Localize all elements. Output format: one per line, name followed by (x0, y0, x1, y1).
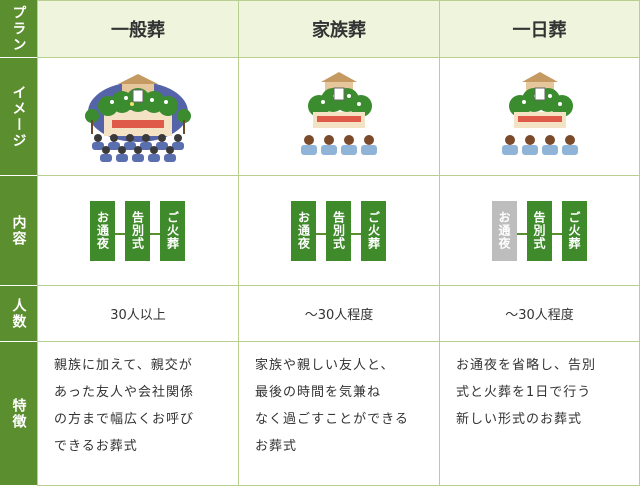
image-cell-oneday (439, 58, 640, 176)
step-farewell-label: 告別式 (532, 211, 546, 250)
row-label-people-text: 人数 (10, 297, 27, 330)
ceremony-flow-oneday: お通夜 告別式 ご火葬 (491, 200, 588, 261)
content-cell-general: お通夜 告別式 ご火葬 (37, 176, 238, 286)
plan-header-general: 一般葬 (37, 0, 238, 58)
step-cremation-label: ご火葬 (165, 211, 180, 250)
one-day-funeral-altar-icon (501, 71, 578, 155)
step-wake-label: お通夜 (497, 211, 511, 250)
row-label-image-text: イメージ (10, 84, 27, 149)
content-cell-family: お通夜 告別式 ご火葬 (238, 176, 439, 286)
step-cremation: ご火葬 (160, 200, 185, 261)
step-cremation: ご火葬 (361, 200, 386, 261)
feature-line: 家族や親しい友人と、 (255, 358, 395, 373)
row-label-people: 人数 (0, 286, 37, 342)
ceremony-flow-family: お通夜 告別式 ご火葬 (291, 200, 387, 261)
row-label-feature-text: 特徴 (10, 397, 27, 430)
row-label-plan: プラン (0, 0, 37, 58)
feature-line: 新しい形式のお葬式 (456, 412, 583, 427)
feature-text: 親族に加えて、親交が あった友人や会社関係 の方まで幅広くお呼び できるお葬式 (54, 352, 194, 460)
feature-general: 親族に加えて、親交が あった友人や会社関係 の方まで幅広くお呼び できるお葬式 (37, 342, 238, 486)
step-cremation: ご火葬 (561, 200, 587, 261)
step-farewell-label: 告別式 (130, 211, 145, 250)
content-cell-oneday: お通夜 告別式 ご火葬 (439, 176, 640, 286)
feature-text: お通夜を省略し、告別 式と火葬を1日で行う 新しい形式のお葬式 (456, 352, 596, 433)
image-cell-family (238, 58, 439, 176)
people-oneday: ～30人程度 (439, 286, 640, 342)
row-label-plan-text: プラン (10, 4, 27, 53)
feature-line: お通夜を省略し、告別 (456, 358, 597, 373)
family-funeral-altar-icon (301, 71, 377, 155)
step-farewell: 告別式 (125, 200, 150, 261)
feature-oneday: お通夜を省略し、告別 式と火葬を1日で行う 新しい形式のお葬式 (439, 342, 640, 486)
people-general: 30人以上 (37, 286, 238, 342)
step-cremation-label: ご火葬 (366, 211, 381, 250)
people-family: ～30人程度 (238, 286, 439, 342)
feature-line: 最後の時間を気兼ね (255, 385, 382, 400)
feature-line: お葬式 (255, 439, 298, 454)
feature-text: 家族や親しい友人と、 最後の時間を気兼ね なく過ごすことができる お葬式 (255, 352, 409, 460)
feature-line: あった友人や会社関係 (54, 385, 195, 400)
ceremony-flow-general: お通夜 告別式 ご火葬 (90, 200, 186, 261)
step-farewell: 告別式 (326, 200, 351, 261)
feature-line: なく過ごすことができる (255, 412, 409, 427)
large-funeral-altar-icon (85, 73, 191, 162)
row-label-content-text: 内容 (10, 214, 27, 247)
step-wake: お通夜 (90, 200, 115, 261)
feature-line: の方まで幅広くお呼び (54, 412, 195, 427)
step-wake: お通夜 (291, 200, 316, 261)
plan-header-oneday: 一日葬 (439, 0, 640, 58)
feature-line: 式と火葬を1日で行う (456, 385, 592, 400)
step-cremation-label: ご火葬 (567, 211, 581, 250)
row-label-feature: 特徴 (0, 342, 37, 486)
feature-line: 親族に加えて、親交が (54, 358, 193, 373)
step-wake-label: お通夜 (95, 211, 110, 250)
step-wake-label: お通夜 (296, 211, 311, 250)
feature-line: できるお葬式 (54, 439, 138, 454)
image-cell-general (37, 58, 238, 176)
row-label-image: イメージ (0, 58, 37, 176)
row-label-content: 内容 (0, 176, 37, 286)
step-farewell: 告別式 (526, 200, 552, 261)
plan-header-family: 家族葬 (238, 0, 439, 58)
step-farewell-label: 告別式 (331, 211, 346, 250)
feature-family: 家族や親しい友人と、 最後の時間を気兼ね なく過ごすことができる お葬式 (238, 342, 439, 486)
step-wake-omitted: お通夜 (491, 200, 517, 261)
